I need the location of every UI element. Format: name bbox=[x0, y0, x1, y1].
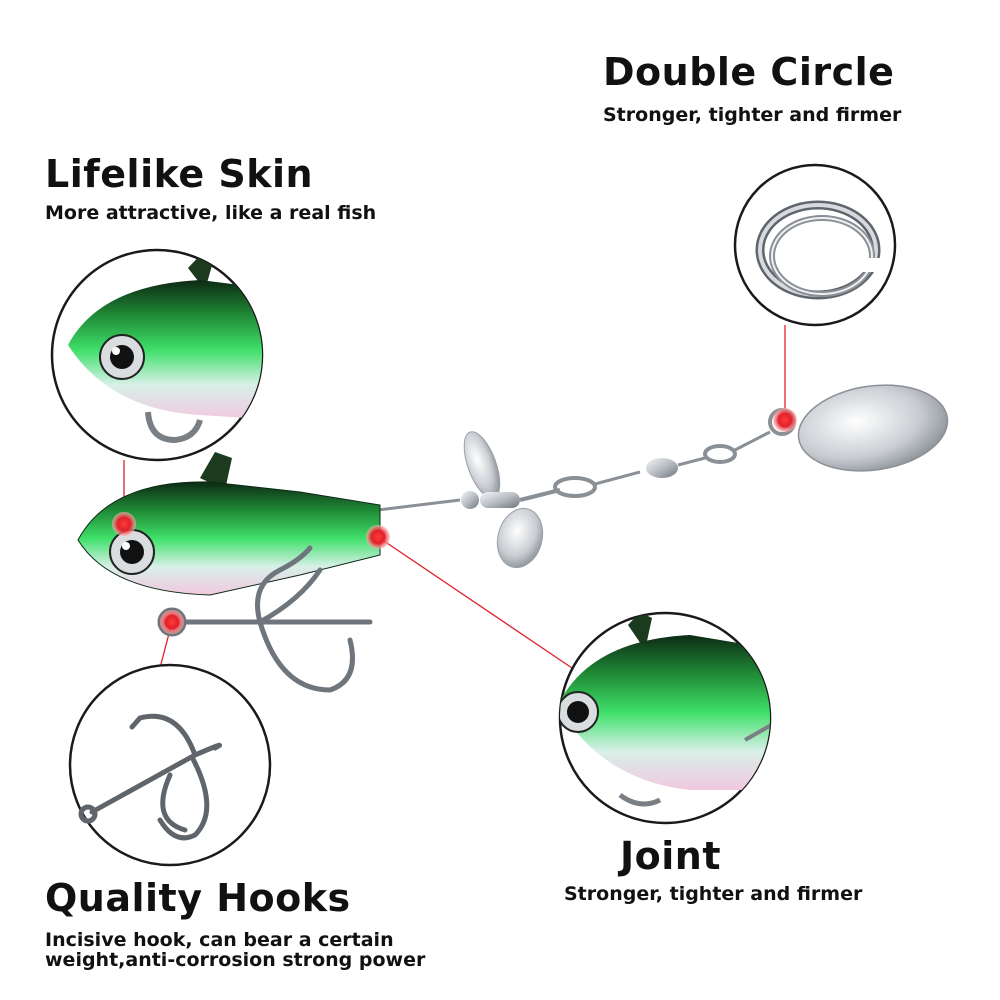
callout-markers bbox=[112, 408, 797, 634]
split-ring-icon bbox=[755, 200, 887, 300]
double-circle-title: Double Circle bbox=[603, 50, 895, 94]
swivel-icon bbox=[519, 408, 796, 502]
main-lure bbox=[77, 384, 949, 693]
joint-zoom-circle bbox=[558, 611, 772, 825]
lifelike-skin-desc: More attractive, like a real fish bbox=[45, 202, 377, 224]
double-circle-desc: Stronger, tighter and firmer bbox=[603, 104, 902, 126]
marker-joint bbox=[366, 525, 390, 549]
propeller-icon bbox=[461, 431, 544, 569]
fish-lure-icon bbox=[68, 250, 262, 444]
marker-hooks bbox=[160, 610, 184, 634]
marker-ring bbox=[773, 408, 797, 432]
ring-zoom-circle bbox=[733, 163, 897, 327]
skin-zoom-circle bbox=[50, 248, 264, 462]
treble-hook-icon bbox=[78, 713, 222, 841]
quality-hooks-desc-line2: weight,anti-corrosion strong power bbox=[45, 949, 426, 971]
quality-hooks-title: Quality Hooks bbox=[45, 876, 351, 920]
spinner-blade-icon bbox=[797, 384, 949, 472]
fish-lure-icon bbox=[560, 613, 770, 807]
lifelike-skin-title: Lifelike Skin bbox=[45, 152, 314, 196]
treble-hook-icon bbox=[157, 545, 373, 693]
joint-desc: Stronger, tighter and firmer bbox=[564, 883, 863, 905]
quality-hooks-desc-line1: Incisive hook, can bear a certain bbox=[45, 929, 394, 951]
joint-title: Joint bbox=[620, 834, 721, 878]
marker-skin bbox=[112, 512, 136, 536]
hooks-zoom-circle bbox=[68, 663, 272, 867]
callout-line-joint bbox=[377, 536, 573, 669]
